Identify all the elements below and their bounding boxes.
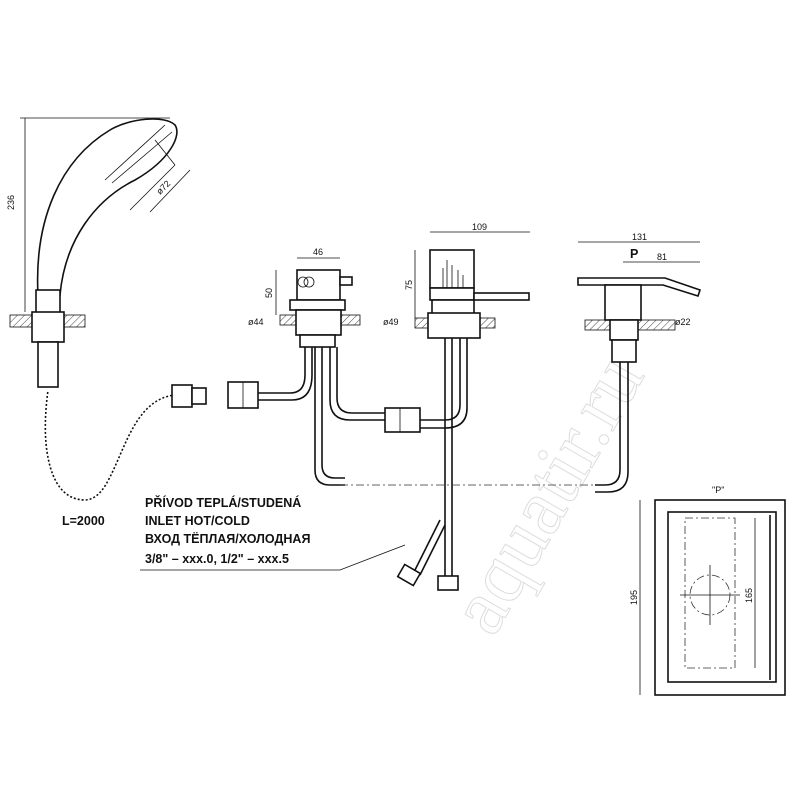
dim-shower-diameter: ø72 (154, 178, 172, 196)
detail-p: "P" 195 165 (629, 485, 786, 696)
spout-p-marker: P (630, 247, 638, 261)
inlet-note: PŘÍVOD TEPLÁ/STUDENÁ INLET HOT/COLD ВХОД… (140, 495, 406, 571)
dim-spout-diameter: ø22 (675, 317, 691, 327)
diverter-valve: 46 50 ø44 (248, 247, 385, 486)
dim-spout-width: 131 (632, 232, 647, 242)
detail-p-title: "P" (712, 485, 724, 495)
inlet-note-line-2: INLET HOT/COLD (145, 514, 250, 528)
spout: 131 P 81 ø22 (577, 232, 702, 493)
dim-valve-height: 50 (264, 288, 274, 298)
dim-mixer-width: 109 (472, 222, 487, 232)
hose-length-label: L=2000 (62, 514, 105, 528)
inlet-note-line-4: 3/8" – xxx.0, 1/2" – xxx.5 (145, 552, 289, 566)
dim-valve-width: 46 (313, 247, 323, 257)
dim-spout-offset: 81 (657, 252, 667, 262)
dim-detail-outer: 195 (629, 590, 639, 605)
dim-shower-height: 236 (6, 195, 16, 210)
dim-detail-inner: 165 (744, 588, 754, 603)
dim-valve-diameter: ø44 (248, 317, 264, 327)
hand-shower: 236 ø72 L=2000 (6, 117, 313, 528)
inlet-note-line-1: PŘÍVOD TEPLÁ/STUDENÁ (145, 495, 301, 510)
dim-mixer-diameter: ø49 (383, 317, 399, 327)
dim-mixer-height: 75 (404, 280, 414, 290)
inlet-note-line-3: ВХОД ТЁПЛАЯ/ХОЛОДНАЯ (145, 531, 310, 546)
mixer-valve: 109 75 ø49 (383, 222, 530, 591)
